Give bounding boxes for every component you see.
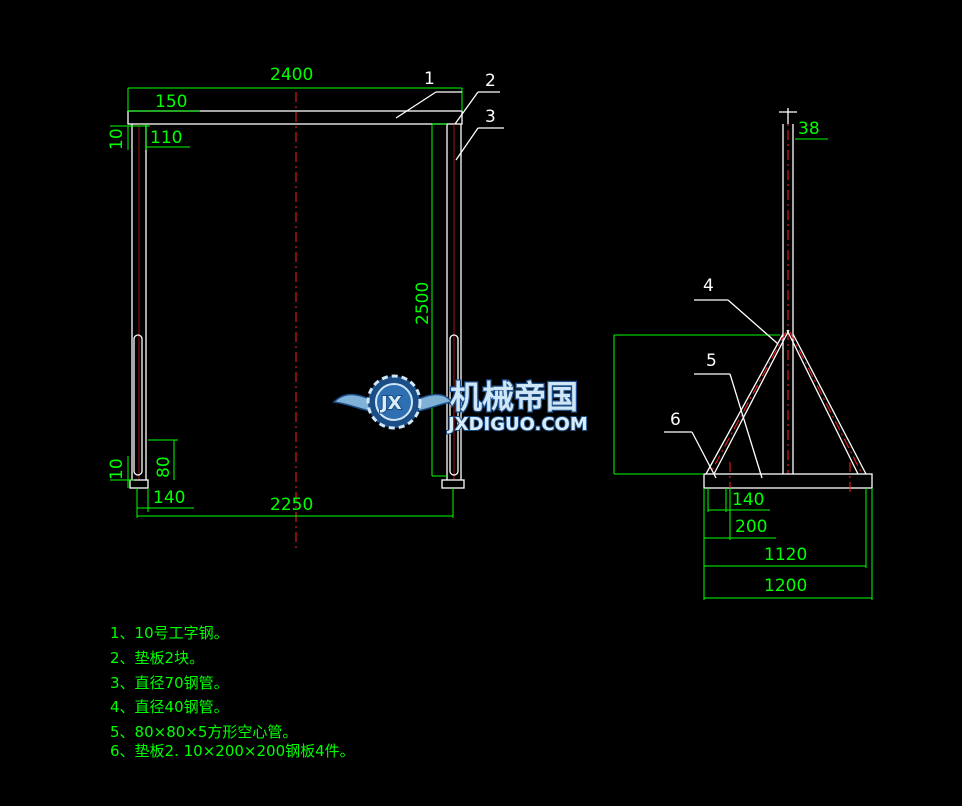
dim-inner-span: 1120 [764, 545, 807, 565]
wing-right-icon [411, 393, 454, 413]
dim-base-width: 140 [153, 488, 185, 508]
callout-3: 3 [485, 107, 496, 127]
watermark-domain: JXDIGUO.COM [446, 414, 588, 435]
dim-outer-span: 1200 [764, 576, 807, 596]
callout-2: 2 [485, 71, 496, 91]
dim-base-height: 80 [154, 456, 174, 478]
dim-top-width: 38 [798, 119, 820, 139]
dim-beam-height: 150 [155, 92, 187, 112]
callout-6: 6 [670, 410, 681, 430]
side-view: 38 140 200 1120 1200 4 5 6 [613, 108, 873, 600]
callout-1: 1 [424, 69, 435, 89]
dim-foot-width: 200 [735, 517, 767, 537]
note-1: 1、10号工字钢。 [110, 624, 229, 642]
notes: 1、10号工字钢。 2、垫板2块。 3、直径70钢管。 4、直径40钢管。 5、… [110, 624, 355, 760]
note-5: 5、80×80×5方形空心管。 [110, 723, 297, 741]
dim-plate-width: 140 [732, 490, 764, 510]
dim-height: 2500 [413, 282, 433, 325]
watermark-badge: JX [379, 393, 402, 414]
watermark: JX 机械帝国 JXDIGUO.COM [332, 374, 589, 436]
dim-bottom-plate: 10 [107, 458, 127, 480]
watermark-chinese: 机械帝国 [450, 378, 578, 416]
dim-bottom-span: 2250 [270, 495, 313, 515]
callout-4: 4 [703, 276, 714, 296]
front-view: 2400 150 110 10 10 80 140 2250 2500 [107, 65, 504, 548]
dim-post-width: 110 [150, 128, 182, 148]
note-2: 2、垫板2块。 [110, 649, 204, 667]
dim-top-plate: 10 [107, 128, 127, 150]
dim-top-span: 2400 [270, 65, 313, 85]
callout-5: 5 [706, 351, 717, 371]
wing-left-icon [332, 393, 377, 413]
note-4: 4、直径40钢管。 [110, 698, 229, 716]
note-6: 6、垫板2. 10×200×200钢板4件。 [110, 742, 355, 760]
note-3: 3、直径70钢管。 [110, 674, 229, 692]
